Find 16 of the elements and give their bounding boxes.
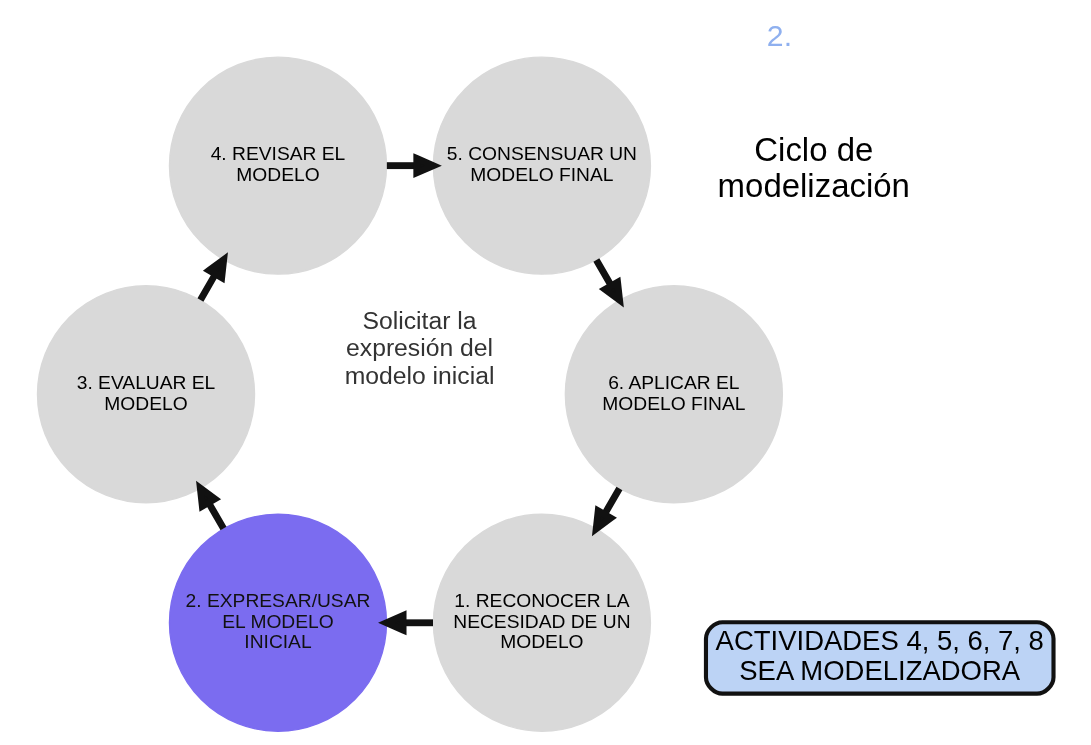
label: Solicitar la expresión del modelo inicial — [344, 306, 495, 389]
arrow — [196, 480, 227, 531]
label: 2. — [766, 19, 793, 53]
node-circle: 2. EXPRESAR/USAR EL MODELO INICIAL — [168, 513, 388, 732]
node-circle: 3. EVALUAR EL MODELO — [36, 285, 256, 504]
arrow — [197, 252, 228, 302]
arrow — [593, 258, 624, 308]
node-circle: 1. RECONOCER LA NECESIDAD DE UN MODELO — [432, 513, 652, 732]
node-box: ACTIVIDADES 4, 5, 6, 7, 8 SEA MODELIZADORA — [703, 620, 1056, 696]
arrow — [591, 486, 623, 537]
label: Ciclo de modelización — [717, 130, 910, 204]
arrow — [386, 153, 442, 179]
node-circle: 5. CONSENSUAR UN MODELO FINAL — [432, 56, 652, 275]
node-circle: 4. REVISAR EL MODELO — [168, 56, 388, 275]
node-circle: 6. APLICAR EL MODELO FINAL — [564, 285, 784, 504]
arrow — [378, 610, 434, 636]
